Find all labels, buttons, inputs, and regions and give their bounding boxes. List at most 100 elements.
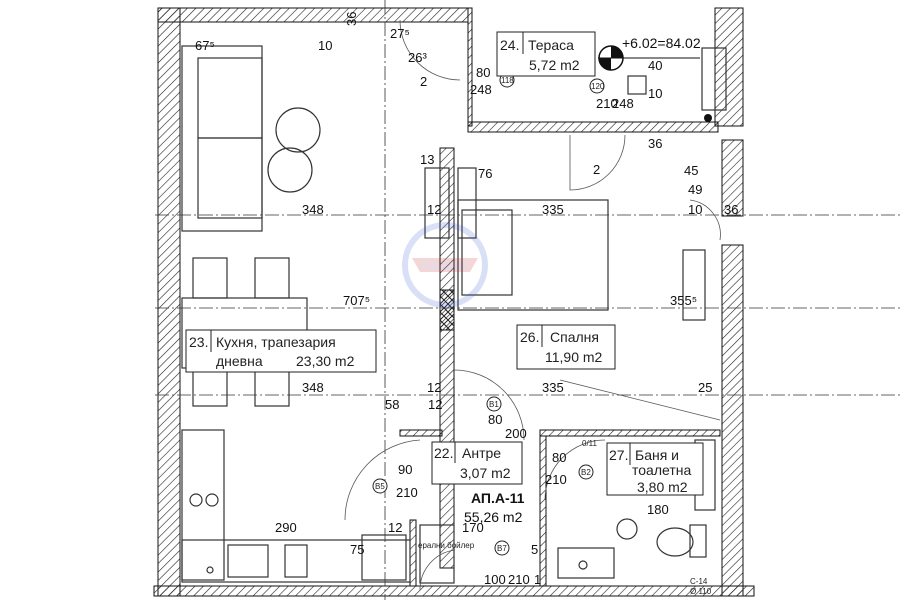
sink [284, 544, 308, 578]
room-name-terrace: Тераса [528, 37, 574, 53]
room-label-box-living [185, 329, 377, 373]
room-area-terrace: 5,72 m2 [529, 57, 580, 73]
north-wall [157, 7, 469, 23]
door-swing [399, 19, 461, 81]
apartment-name: АП.А-11 [471, 490, 525, 506]
south-wall [153, 585, 755, 597]
marker-label: 0/11 [582, 439, 598, 448]
marker-label: 118 [501, 76, 514, 85]
apartment-area: 55,26 m2 [464, 509, 523, 525]
dimension-label: 290 [275, 520, 297, 535]
chair [254, 257, 290, 299]
room-name-bath: Баня и [635, 447, 679, 463]
dimension-label: 26³ [408, 50, 427, 65]
wardrobe [424, 167, 450, 239]
room-name-bath-line2: тоалетна [632, 462, 691, 478]
stove-burner [205, 493, 219, 507]
side-table [267, 147, 313, 193]
marker-circle [372, 478, 388, 494]
dimension-label: 248 [470, 82, 492, 97]
marker-circle [486, 396, 502, 412]
dimension-label: 58 [385, 397, 399, 412]
watermark: RE/MAX [402, 222, 488, 308]
west-wall [157, 7, 181, 597]
boiler [419, 524, 455, 584]
marker-circle [494, 540, 510, 556]
dimension-label: 67⁵ [195, 38, 215, 53]
door-swing [419, 549, 456, 591]
marker-label: B5 [375, 482, 385, 491]
bathtub [557, 547, 615, 579]
dimension-label: 210 [508, 572, 530, 587]
radiator [682, 249, 706, 321]
dimension-label: 10 [318, 38, 332, 53]
dimension-label: 10 [688, 202, 702, 217]
bath-wall-top [539, 429, 721, 437]
room-area-bath: 3,80 m2 [637, 479, 688, 495]
room-number-hall: 22. [434, 445, 453, 461]
room-number-bedroom: 26. [520, 329, 539, 345]
room-label-box-hall [431, 441, 523, 485]
dimension-label: 210 [545, 472, 567, 487]
dimension-label: 80 [488, 412, 502, 427]
watermark-text: RE/MAX [422, 259, 468, 273]
dimension-label: 13 [420, 152, 434, 167]
boiler-label: ерални бойлер [418, 541, 475, 550]
bath-drain [578, 560, 588, 570]
dimension-label: 36 [344, 12, 359, 26]
chair [192, 257, 228, 299]
sink [227, 544, 269, 578]
room-name-living: Кухня, трапезария [216, 334, 336, 350]
dimension-label: 210 [596, 96, 618, 111]
dimension-label: 2 [593, 162, 600, 177]
room-label-box-bedroom [516, 324, 616, 370]
marker-label: B7 [497, 544, 507, 553]
dimension-label: 180 [647, 502, 669, 517]
marker-circle [578, 464, 594, 480]
side-table [275, 107, 321, 153]
marker-label: Ø 110 [690, 587, 712, 596]
elevation-label: +6.02=84.02 [622, 35, 701, 51]
boiler-cabinet [361, 534, 407, 581]
marker-label: B1 [489, 400, 499, 409]
chair [192, 369, 228, 407]
door-swing [453, 369, 525, 441]
dimension-label: 348 [302, 202, 324, 217]
dimension-label: 36 [648, 136, 662, 151]
dimension-label: 80 [476, 65, 490, 80]
dimension-label: 100 [484, 572, 506, 587]
toilet-tank [689, 524, 707, 558]
dimension-label: 25 [698, 380, 712, 395]
dimension-label: 2 [420, 74, 427, 89]
room-area-bedroom: 11,90 m2 [545, 349, 603, 365]
marker-label: B2 [581, 468, 591, 477]
sofa-cushion [197, 137, 263, 219]
dimension-label: 12 [427, 202, 441, 217]
east-wall-upper [714, 7, 744, 127]
terrace-wall-bottom [467, 121, 719, 133]
chair [254, 369, 290, 407]
dimension-label: 45 [684, 163, 698, 178]
drain-point [704, 114, 712, 122]
dimension-label: 76 [478, 166, 492, 181]
dimension-label: 27⁵ [390, 26, 410, 41]
dimension-label: 75 [350, 542, 364, 557]
dimension-label: 12 [427, 380, 441, 395]
dimension-label: 200 [505, 426, 527, 441]
terrace-wall-left [467, 7, 473, 127]
marker-label: 120 [591, 82, 605, 91]
bed [457, 199, 609, 311]
column [439, 289, 455, 331]
dimension-label: 12 [388, 520, 402, 535]
dimension-label: 36 [724, 202, 738, 217]
dimension-label: 210 [396, 485, 418, 500]
door-swing [544, 439, 606, 501]
room-number-terrace: 24. [500, 37, 519, 53]
hall-wall-lower [409, 519, 417, 587]
dimension-label: 5 [531, 542, 538, 557]
dimension-label: 335 [542, 202, 564, 217]
kitchen-counter [181, 539, 411, 583]
dimension-label: 170 [462, 520, 484, 535]
room-label-box-terrace [496, 31, 596, 77]
